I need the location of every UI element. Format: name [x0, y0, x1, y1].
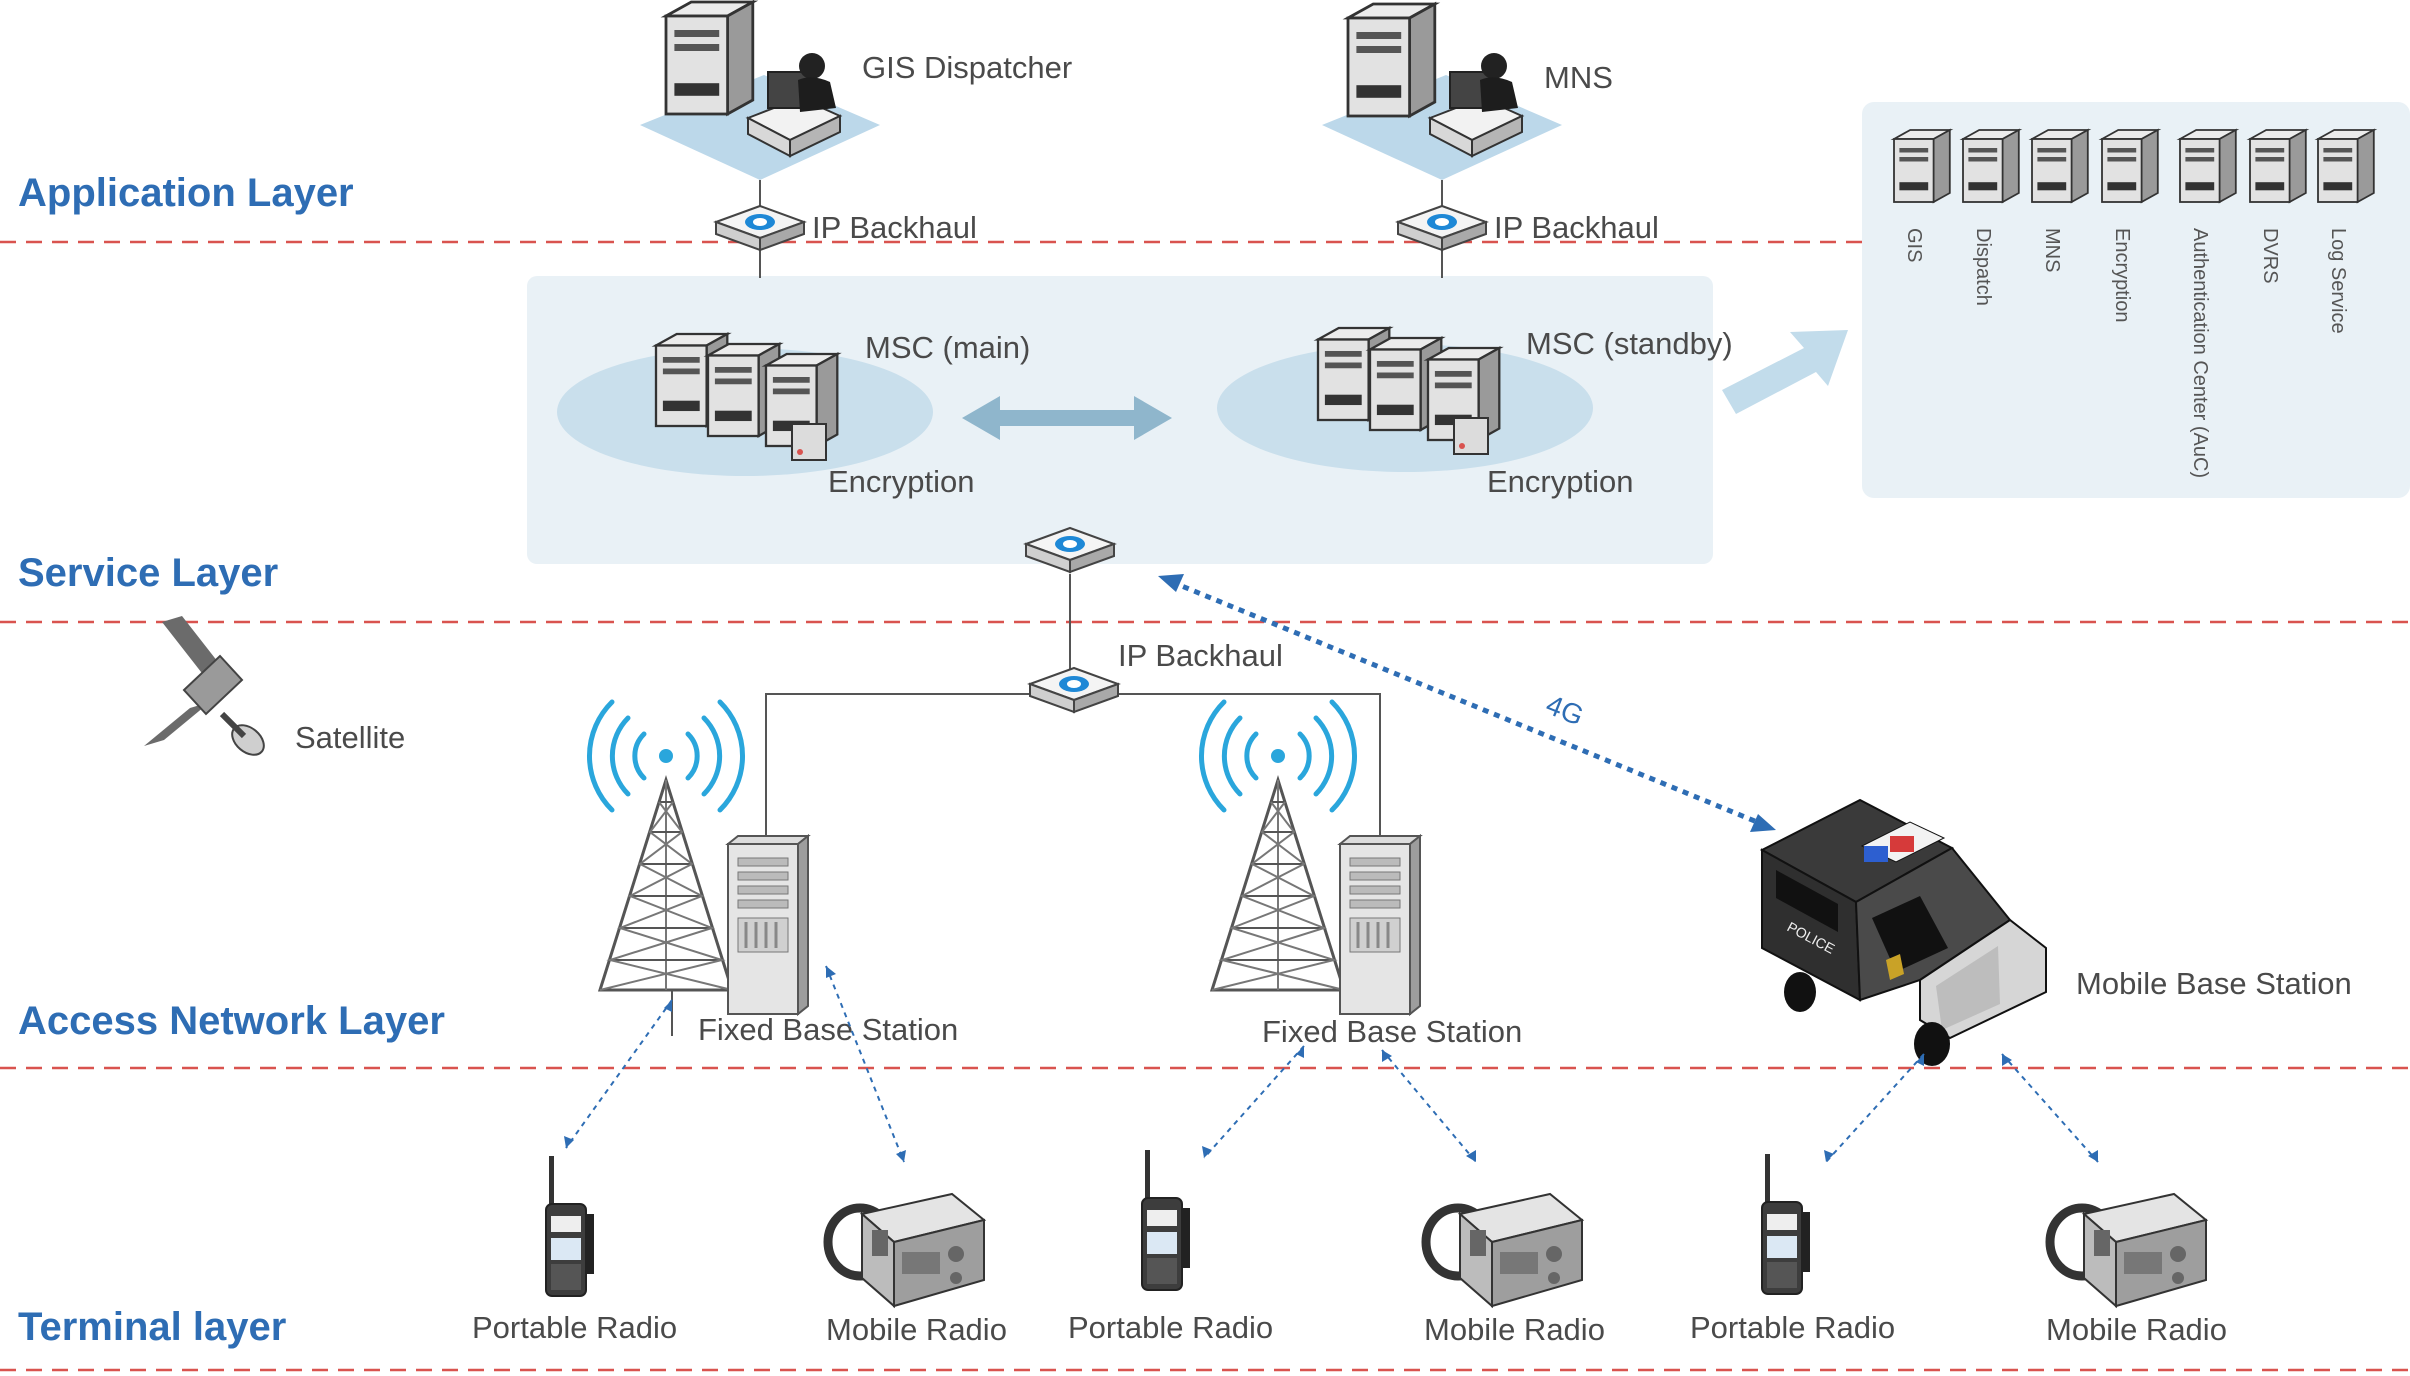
- tower-icon: [598, 778, 734, 992]
- terminal-mobile-radio-1[interactable]: Mobile Radio: [826, 1194, 1007, 1347]
- portable-radio-label: Portable Radio: [1068, 1310, 1273, 1345]
- gis-dispatcher-station[interactable]: GIS Dispatcher: [640, 0, 1072, 180]
- msc-main-label: MSC (main): [865, 330, 1030, 365]
- mobile-radio-label: Mobile Radio: [2046, 1312, 2227, 1347]
- service-item-label: Log Service: [2327, 228, 2349, 334]
- portable-radio-label: Portable Radio: [472, 1310, 677, 1345]
- cabinet-icon: [1338, 834, 1422, 1016]
- portable-radio-icon: [545, 1155, 595, 1297]
- expand-arrow-icon: [1722, 330, 1848, 414]
- fixed-base-station-right[interactable]: Fixed Base Station: [1201, 702, 1522, 1049]
- service-layer-label: Service Layer: [18, 551, 278, 595]
- terminal-portable-radio-1[interactable]: Portable Radio: [472, 1155, 677, 1345]
- msc-main[interactable]: MSC (main) Encryption: [557, 330, 1030, 499]
- service-item-encryption[interactable]: Encryption: [2101, 129, 2159, 323]
- service-item-gis[interactable]: GIS: [1893, 129, 1951, 262]
- terminal-portable-radio-3[interactable]: Portable Radio: [1690, 1153, 1895, 1345]
- server-icon: [2179, 129, 2237, 203]
- fixed-base-station-label-left: Fixed Base Station: [698, 1012, 958, 1047]
- service-item-auc[interactable]: Authentication Center (AuC): [2179, 129, 2237, 478]
- mobile-radio-icon: [2050, 1194, 2206, 1306]
- encryption-module-icon: [1453, 417, 1489, 455]
- ip-backhaul-label-right: IP Backhaul: [1494, 210, 1659, 245]
- router-icon[interactable]: [715, 205, 805, 251]
- terminal-portable-radio-2[interactable]: Portable Radio: [1068, 1149, 1273, 1345]
- fixed-base-station-label-right: Fixed Base Station: [1262, 1014, 1522, 1049]
- service-item-label: DVRS: [2259, 228, 2281, 284]
- radio-link: [1825, 1053, 1925, 1163]
- router-icon[interactable]: [1397, 205, 1487, 251]
- backhaul-links-app: [759, 180, 1443, 278]
- terminal-mobile-radio-2[interactable]: Mobile Radio: [1424, 1194, 1605, 1347]
- server-icon: [1962, 129, 2020, 203]
- access-network-layer-label: Access Network Layer: [18, 999, 445, 1043]
- server-icon: [2101, 129, 2159, 203]
- service-item-label: Authentication Center (AuC): [2189, 228, 2211, 478]
- mobile-radio-icon: [828, 1194, 984, 1306]
- portable-radio-label: Portable Radio: [1690, 1310, 1895, 1345]
- terminal-mobile-radio-3[interactable]: Mobile Radio: [2046, 1194, 2227, 1347]
- service-item-dvrs[interactable]: DVRS: [2249, 129, 2307, 284]
- application-layer-label: Application Layer: [18, 171, 354, 215]
- operator-icon: [1427, 53, 1525, 158]
- service-item-label: Encryption: [2111, 228, 2133, 323]
- mns-station[interactable]: MNS: [1322, 2, 1613, 180]
- radio-link-arrowheads: [564, 966, 2098, 1162]
- encryption-main-label: Encryption: [828, 464, 974, 499]
- gis-dispatcher-label: GIS Dispatcher: [862, 50, 1072, 85]
- tower-icon: [1210, 778, 1346, 992]
- satellite-label: Satellite: [295, 720, 405, 755]
- service-item-mns[interactable]: MNS: [2031, 129, 2089, 272]
- server-icon: [664, 0, 755, 116]
- satellite-icon[interactable]: [144, 616, 270, 761]
- service-item-label: GIS: [1903, 228, 1925, 262]
- portable-radio-icon: [1141, 1149, 1191, 1291]
- ip-backhaul-label-access: IP Backhaul: [1118, 638, 1283, 673]
- radio-link: [2001, 1053, 2099, 1163]
- radio-link: [565, 999, 673, 1149]
- services-panel-items: GIS Dispatch MNS Encryption Authenticati…: [1893, 129, 2375, 478]
- msc-standby-label: MSC (standby): [1526, 326, 1733, 361]
- encryption-module-icon: [791, 423, 827, 461]
- link-4g-label: 4G: [1542, 689, 1588, 732]
- fixed-base-station-left[interactable]: Fixed Base Station: [589, 702, 958, 1047]
- mobile-radio-label: Mobile Radio: [1424, 1312, 1605, 1347]
- server-icon: [2249, 129, 2307, 203]
- mobile-base-station-label: Mobile Base Station: [2076, 966, 2352, 1001]
- service-item-label: MNS: [2041, 228, 2063, 272]
- cabinet-icon: [726, 834, 810, 1016]
- service-item-label: Dispatch: [1972, 228, 1994, 306]
- radio-link: [1381, 1049, 1477, 1163]
- msc-failover-arrow: [962, 396, 1172, 440]
- msc-standby[interactable]: MSC (standby) Encryption: [1217, 326, 1733, 499]
- radio-link: [1203, 1045, 1305, 1159]
- radio-links: [565, 965, 2099, 1163]
- server-icon: [2031, 129, 2089, 203]
- ip-backhaul-label-left: IP Backhaul: [812, 210, 977, 245]
- terminal-layer-label: Terminal layer: [18, 1305, 286, 1349]
- server-icon: [1893, 129, 1951, 203]
- portable-radio-icon: [1761, 1153, 1811, 1295]
- service-item-log-service[interactable]: Log Service: [2317, 129, 2375, 334]
- mobile-radio-icon: [1426, 1194, 1582, 1306]
- operator-icon: [745, 53, 843, 158]
- mobile-radio-label: Mobile Radio: [826, 1312, 1007, 1347]
- server-icon: [1346, 2, 1437, 118]
- router-icon[interactable]: [1029, 667, 1119, 713]
- police-vehicle-icon[interactable]: POLICE: [1759, 798, 2047, 1066]
- link-4g: [1158, 574, 1776, 832]
- service-item-dispatch[interactable]: Dispatch: [1962, 129, 2020, 306]
- encryption-standby-label: Encryption: [1487, 464, 1633, 499]
- server-icon: [2317, 129, 2375, 203]
- mns-label: MNS: [1544, 60, 1613, 95]
- radio-link: [825, 965, 905, 1163]
